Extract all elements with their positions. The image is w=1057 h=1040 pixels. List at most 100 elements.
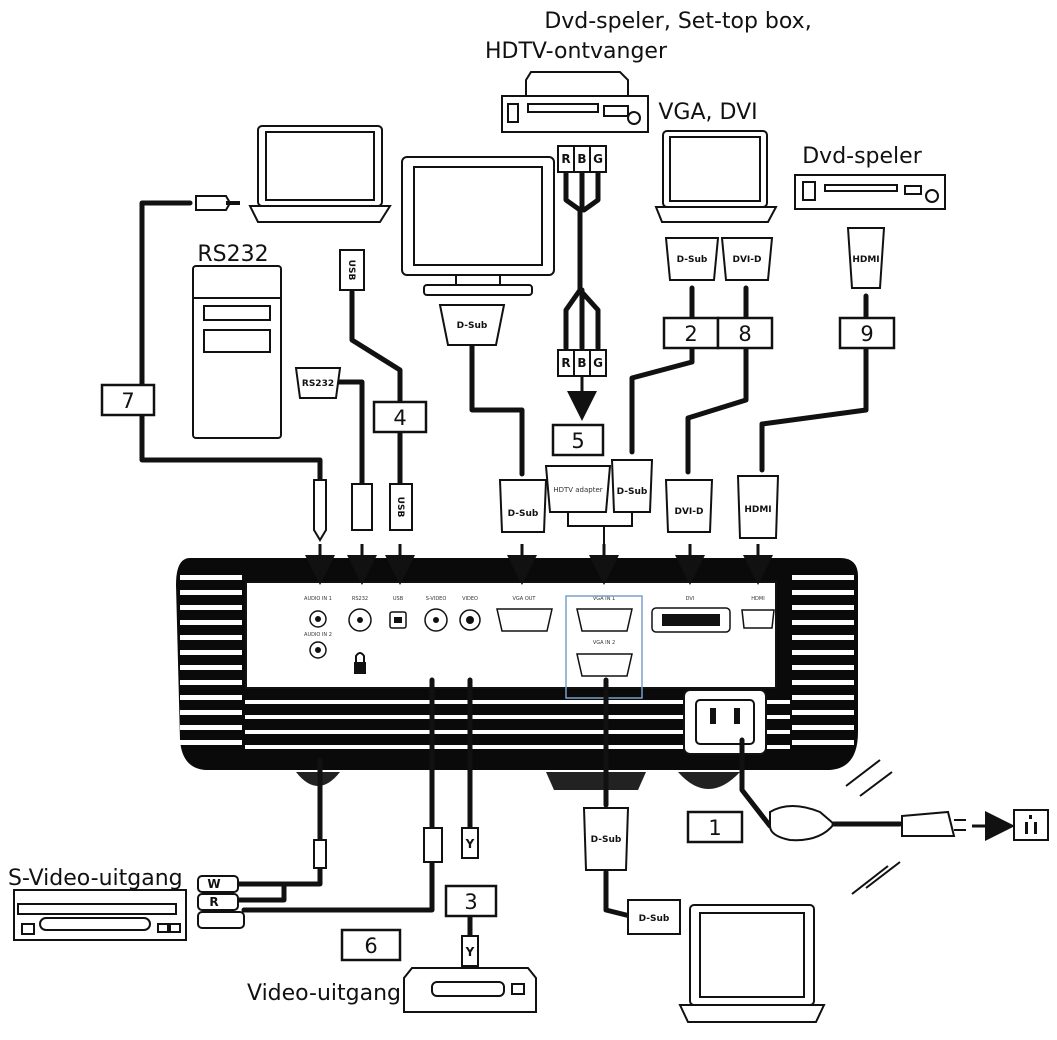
connector-label: D-Sub — [617, 487, 648, 497]
rgb-plug-bottom-b: B — [573, 349, 591, 377]
connector-label: D-Sub — [639, 914, 670, 924]
laptop-vga-dvi-icon — [654, 130, 778, 223]
dsub-connector-monitor: D-Sub — [438, 304, 506, 346]
svg-text:8: 8 — [738, 322, 751, 346]
connector-label: RS232 — [302, 379, 334, 389]
connector-label: HDTV adapter — [553, 486, 602, 494]
connector-label: USB — [346, 260, 356, 281]
rgb-label: Y — [465, 837, 475, 851]
audio-plug-projector — [313, 479, 327, 542]
caption-hdtv-receiver: HDTV-ontvanger — [485, 39, 668, 64]
svideo-plug-device — [197, 911, 245, 929]
video-plug-y-bottom: Y — [461, 935, 479, 967]
audio-plug-r: R — [197, 893, 239, 911]
connector-label: HDMI — [744, 505, 771, 515]
port-hdmi — [741, 609, 775, 629]
caption-rs232: RS232 — [197, 242, 268, 267]
svideo-plug-bottom — [423, 827, 443, 863]
svg-text:6: 6 — [364, 934, 377, 958]
port-label-vga-in1: VGA IN 1 — [593, 596, 615, 602]
audio-plug-w: W — [197, 875, 239, 893]
rgb-label: W — [207, 877, 220, 891]
port-svideo — [424, 608, 448, 632]
port-label-vga-in2: VGA IN 2 — [593, 640, 615, 646]
rgb-label: R — [209, 895, 218, 909]
laptop-usb-icon — [248, 125, 392, 223]
rgb-label: G — [593, 152, 603, 166]
rgb-plug-bottom-g: G — [589, 349, 607, 377]
cable-number-7: 7 — [100, 383, 156, 417]
caption-dvd-player: Dvd-speler — [802, 144, 922, 169]
port-arrows — [305, 358, 773, 585]
rgb-label: B — [577, 356, 586, 370]
rgb-label: Y — [465, 945, 475, 959]
dvd-player-hdmi-icon — [794, 174, 946, 210]
rgb-label: B — [577, 152, 586, 166]
dvid-plug-projector: DVI-D — [664, 479, 714, 533]
svideo-dvd-player-icon — [13, 889, 187, 941]
port-label-usb: USB — [393, 596, 404, 602]
cable-number-8: 8 — [716, 316, 774, 350]
connector-label: D-Sub — [457, 321, 488, 331]
rs232-plug-projector — [351, 483, 373, 531]
connector-label: DVI-D — [733, 255, 762, 265]
port-dvi — [651, 607, 731, 633]
port-audio-in1 — [309, 610, 327, 628]
cable-number-5: 5 — [551, 423, 605, 457]
pc-tower-icon — [192, 265, 282, 439]
power-cord-icon — [769, 759, 966, 895]
port-label-svideo: S-VIDEO — [426, 596, 447, 602]
port-rs232 — [348, 608, 372, 632]
port-label-audio-in2: AUDIO IN 2 — [304, 632, 332, 638]
settop-box-icon — [501, 71, 649, 133]
caption-dvd-settop: Dvd-speler, Set-top box, — [544, 9, 811, 34]
usb-plug-projector: USB — [389, 483, 413, 531]
usb-connector-top: USB — [339, 249, 365, 291]
port-label-audio-in1: AUDIO IN 1 — [304, 596, 332, 602]
dsub-plug-vga-out: D-Sub — [498, 479, 548, 533]
lock-icon — [354, 652, 366, 674]
svg-text:2: 2 — [684, 322, 697, 346]
dsub-plug-bottom: D-Sub — [582, 807, 630, 871]
wall-outlet-icon — [1013, 809, 1049, 841]
dsub-plug-laptop-bottom: D-Sub — [627, 899, 681, 935]
rgb-plug-top-r: R — [557, 145, 575, 173]
dvid-connector-laptop: DVI-D — [720, 237, 774, 281]
svg-text:9: 9 — [860, 322, 873, 346]
caption-video-out: Video-uitgang — [247, 981, 401, 1006]
hdmi-connector-top: HDMI — [846, 227, 886, 289]
connector-label: DVI-D — [675, 507, 704, 517]
connector-label: D-Sub — [591, 835, 622, 845]
audio-plug-top — [195, 195, 240, 211]
caption-vga-dvi: VGA, DVI — [658, 100, 757, 125]
cable-number-4: 4 — [372, 400, 428, 434]
connector-label: HDMI — [852, 255, 879, 265]
laptop-bottom-icon — [678, 904, 826, 1023]
rgb-plug-top-g: G — [589, 145, 607, 173]
hdmi-plug-projector: HDMI — [736, 475, 780, 539]
port-label-video: VIDEO — [462, 596, 478, 602]
svg-text:5: 5 — [571, 429, 584, 453]
connector-label: D-Sub — [508, 509, 539, 519]
port-usb — [389, 611, 407, 629]
projector-icon — [176, 558, 858, 790]
rgb-label: R — [561, 356, 570, 370]
port-vga-out — [496, 608, 553, 632]
connector-label: USB — [395, 497, 405, 518]
dsub-plug-vga-in: D-Sub — [610, 459, 654, 513]
dsub-connector-laptop: D-Sub — [664, 237, 720, 281]
audio-plug-bottom — [313, 839, 327, 869]
port-label-vga-out: VGA OUT — [513, 596, 537, 602]
rgb-label: R — [561, 152, 570, 166]
rgb-plug-top-b: B — [573, 145, 591, 173]
port-audio-in2 — [309, 641, 327, 659]
port-vga-in2 — [576, 653, 633, 677]
cable-number-6: 6 — [340, 928, 402, 962]
rgb-label: G — [593, 356, 603, 370]
port-label-rs232: RS232 — [352, 596, 368, 602]
monitor-icon — [401, 156, 555, 296]
port-vga-in1 — [576, 608, 633, 632]
svg-text:1: 1 — [708, 816, 721, 840]
rs232-connector: RS232 — [294, 367, 342, 399]
